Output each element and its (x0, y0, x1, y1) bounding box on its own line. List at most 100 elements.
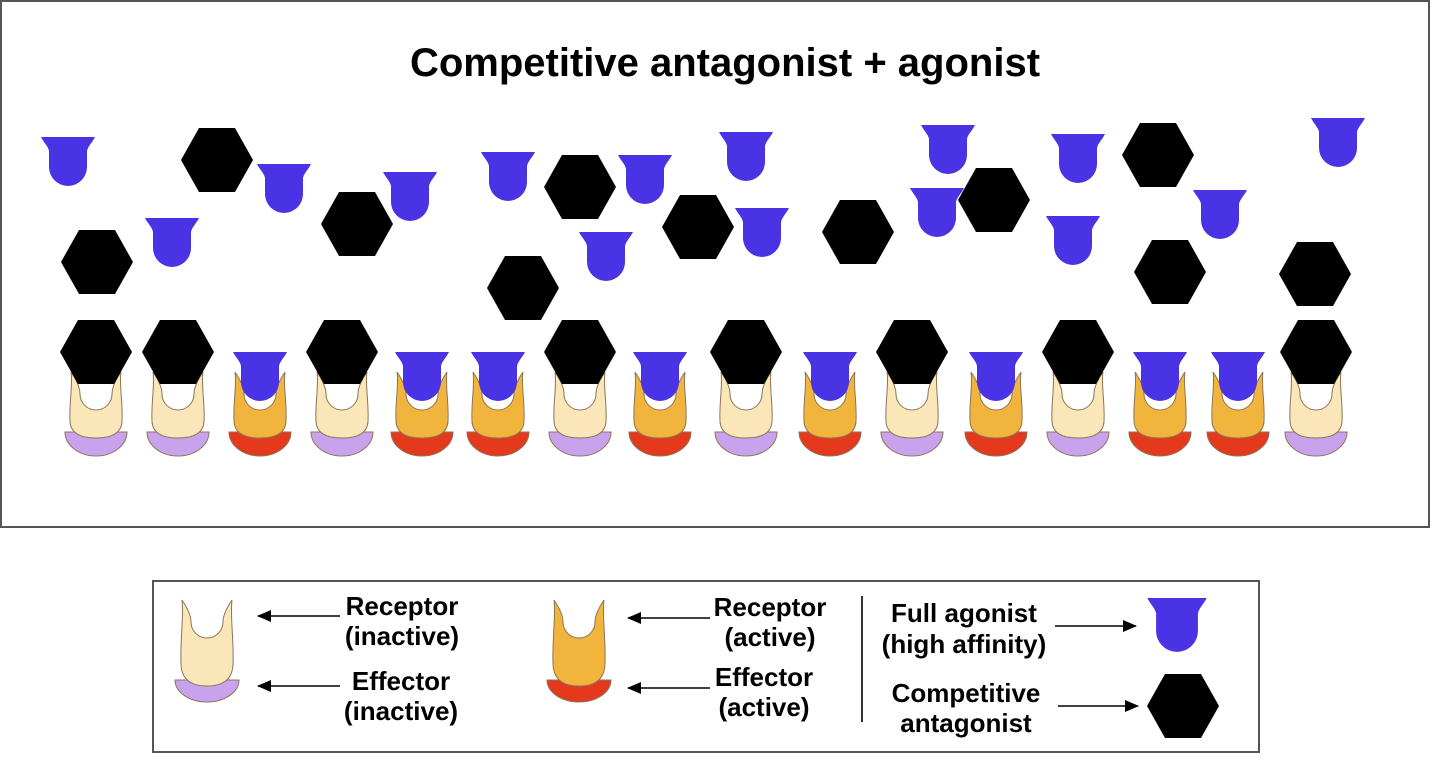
competitive-antagonist-icon (958, 168, 1030, 232)
receptor-inactive-icon (885, 371, 939, 439)
receptor-inactive-icon (1051, 371, 1105, 439)
full-agonist-icon (618, 155, 672, 204)
legend-full-agonist-label: Full agonist (891, 598, 1037, 628)
effector-active-icon (466, 431, 530, 457)
full-agonist-icon (1311, 118, 1365, 167)
receptor-inactive-icon (180, 599, 234, 687)
receptor-inactive-icon (553, 371, 607, 439)
legend-effector-inactive-sublabel: (inactive) (344, 696, 458, 726)
receptor-inactive-icon (151, 371, 205, 439)
full-agonist-icon (1211, 352, 1265, 401)
full-agonist-icon (471, 352, 525, 401)
receptor-unit-inactive (710, 320, 782, 457)
competitive-antagonist-icon (487, 256, 559, 320)
effector-inactive-icon (714, 431, 778, 457)
receptor-row (60, 320, 1352, 457)
legend-antagonist-symbol (1147, 674, 1219, 738)
legend-agonist-symbol (1147, 598, 1207, 652)
free-ligands (41, 118, 1365, 320)
competitive-antagonist-icon (876, 320, 948, 384)
diagram-title: Competitive antagonist + agonist (410, 41, 1040, 85)
receptor-active-icon (471, 371, 525, 439)
receptor-active-icon (1211, 371, 1265, 439)
full-agonist-icon (910, 188, 964, 237)
receptor-inactive-icon (1289, 371, 1343, 439)
receptor-unit-active (1128, 352, 1192, 457)
competitive-antagonist-icon (662, 195, 734, 259)
effector-active-icon (628, 431, 692, 457)
full-agonist-icon (719, 132, 773, 181)
receptor-active-icon (233, 371, 287, 439)
competitive-antagonist-icon (1147, 674, 1219, 738)
receptor-unit-active (628, 352, 692, 457)
effector-inactive-icon (880, 431, 944, 457)
effector-active-icon (798, 431, 862, 457)
receptor-unit-active (798, 352, 862, 457)
legend-frame (152, 580, 1260, 753)
effector-active-icon (228, 431, 292, 457)
effector-active-icon (546, 679, 612, 703)
legend-receptor-inactive-label: Receptor (346, 591, 459, 621)
full-agonist-icon (921, 125, 975, 174)
full-agonist-icon (481, 152, 535, 201)
receptor-unit-inactive (544, 320, 616, 457)
competitive-antagonist-icon (306, 320, 378, 384)
full-agonist-icon (1147, 598, 1207, 652)
legend-antagonist-label: Competitive (892, 678, 1041, 708)
competitive-antagonist-icon (1122, 123, 1194, 187)
legend-receptor-active-label: Receptor (714, 592, 827, 622)
competitive-antagonist-icon (60, 320, 132, 384)
competitive-antagonist-icon (321, 192, 393, 256)
diagram-panel: Competitive antagonist + agonist (0, 0, 1430, 528)
competitive-antagonist-icon (710, 320, 782, 384)
competitive-antagonist-icon (544, 320, 616, 384)
competitive-antagonist-icon (142, 320, 214, 384)
receptor-unit-active (390, 352, 454, 457)
effector-inactive-icon (548, 431, 612, 457)
competitive-antagonist-icon (1280, 320, 1352, 384)
full-agonist-icon (145, 218, 199, 267)
receptor-unit-active (964, 352, 1028, 457)
receptor-unit-inactive (1280, 320, 1352, 457)
competitive-antagonist-icon (1279, 242, 1351, 306)
effector-active-icon (1206, 431, 1270, 457)
receptor-active-icon (395, 371, 449, 439)
competitive-antagonist-icon (1042, 320, 1114, 384)
full-agonist-icon (383, 172, 437, 221)
competitive-antagonist-icon (61, 230, 133, 294)
receptor-unit-inactive (1042, 320, 1114, 457)
effector-inactive-icon (310, 431, 374, 457)
receptor-unit-inactive (60, 320, 132, 457)
legend: Receptor (inactive) Effector (inactive) … (152, 580, 1260, 753)
receptor-active-icon (633, 371, 687, 439)
legend-receptor-active-sublabel: (active) (724, 622, 815, 652)
effector-inactive-icon (174, 679, 240, 703)
full-agonist-icon (969, 352, 1023, 401)
legend-effector-active-sublabel: (active) (718, 692, 809, 722)
effector-active-icon (1128, 431, 1192, 457)
effector-active-icon (964, 431, 1028, 457)
full-agonist-icon (395, 352, 449, 401)
receptor-unit-inactive (142, 320, 214, 457)
legend-effector-inactive-label: Effector (352, 666, 450, 696)
full-agonist-icon (735, 208, 789, 257)
effector-inactive-icon (1284, 431, 1348, 457)
full-agonist-icon (257, 164, 311, 213)
effector-inactive-icon (146, 431, 210, 457)
legend-full-agonist-sublabel: (high affinity) (882, 629, 1047, 659)
full-agonist-icon (803, 352, 857, 401)
legend-inactive-receptor-effector (174, 599, 240, 703)
receptor-inactive-icon (315, 371, 369, 439)
full-agonist-icon (1133, 352, 1187, 401)
competitive-antagonist-icon (822, 200, 894, 264)
receptor-inactive-icon (69, 371, 123, 439)
receptor-active-icon (552, 599, 606, 687)
receptor-unit-active (228, 352, 292, 457)
receptor-unit-active (466, 352, 530, 457)
receptor-unit-active (1206, 352, 1270, 457)
full-agonist-icon (233, 352, 287, 401)
competitive-antagonist-icon (181, 128, 253, 192)
full-agonist-icon (41, 137, 95, 186)
receptor-unit-inactive (306, 320, 378, 457)
